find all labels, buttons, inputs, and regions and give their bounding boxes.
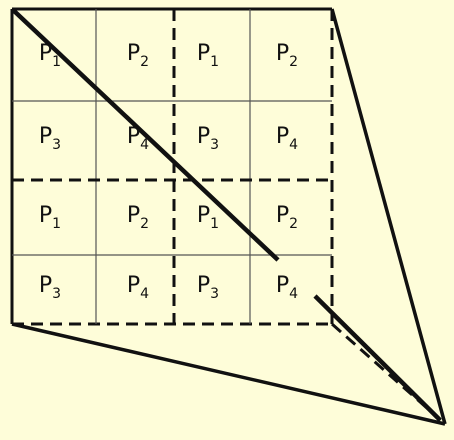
cell-label-letter: P: [39, 124, 52, 149]
cell-label-subscript: 1: [210, 216, 219, 232]
cell-label-r4-c1: P3: [39, 273, 61, 302]
cell-label-letter: P: [127, 41, 140, 66]
cell-label-r4-c3: P3: [197, 273, 219, 302]
cell-label-r1-c2: P2: [127, 41, 149, 70]
cell-label-letter: P: [197, 124, 210, 149]
cell-label-subscript: 4: [289, 137, 298, 153]
cell-label-subscript: 3: [210, 137, 219, 153]
cell-label-r1-c1: P1: [39, 41, 61, 70]
cell-label-letter: P: [127, 203, 140, 228]
cell-label-subscript: 1: [210, 54, 219, 70]
cell-label-r2-c1: P3: [39, 124, 61, 153]
cell-label-letter: P: [276, 41, 289, 66]
cell-label-letter: P: [127, 124, 140, 149]
cell-label-subscript: 2: [289, 216, 298, 232]
cell-label-subscript: 1: [52, 216, 61, 232]
cell-label-r2-c4: P4: [276, 124, 298, 153]
cell-label-letter: P: [197, 273, 210, 298]
cell-label-letter: P: [276, 273, 289, 298]
cell-label-subscript: 4: [140, 137, 149, 153]
cell-label-subscript: 1: [52, 54, 61, 70]
cell-label-subscript: 4: [140, 286, 149, 302]
cell-label-r1-c4: P2: [276, 41, 298, 70]
cell-label-r4-c4: P4: [276, 273, 298, 302]
cell-label-r3-c3: P1: [197, 203, 219, 232]
cell-label-r4-c2: P4: [127, 273, 149, 302]
perspective-line-top-right: [330, 8, 447, 425]
perspective-line-bottom-left: [11, 322, 446, 426]
cell-label-letter: P: [197, 41, 210, 66]
cell-label-r2-c3: P3: [197, 124, 219, 153]
static-lines: [10, 7, 447, 426]
cell-label-subscript: 3: [210, 286, 219, 302]
cell-label-subscript: 4: [289, 286, 298, 302]
cell-label-subscript: 3: [52, 137, 61, 153]
cell-label-letter: P: [276, 203, 289, 228]
cell-label-r1-c3: P1: [197, 41, 219, 70]
cell-label-r3-c2: P2: [127, 203, 149, 232]
cell-label-r3-c1: P1: [39, 203, 61, 232]
grid-diagonal-line: [10, 7, 280, 262]
cell-label-letter: P: [39, 203, 52, 228]
cell-label-letter: P: [39, 41, 52, 66]
cell-label-subscript: 2: [140, 54, 149, 70]
cell-label-letter: P: [197, 203, 210, 228]
cell-label-subscript: 2: [140, 216, 149, 232]
perspective-line-bottom-right-dashed: [331, 322, 446, 426]
cell-label-subscript: 2: [289, 54, 298, 70]
cell-label-letter: P: [127, 273, 140, 298]
cell-label-r3-c4: P2: [276, 203, 298, 232]
cell-label-r2-c2: P4: [127, 124, 149, 153]
cell-label-letter: P: [39, 273, 52, 298]
cell-label-letter: P: [276, 124, 289, 149]
cell-label-subscript: 3: [52, 286, 61, 302]
